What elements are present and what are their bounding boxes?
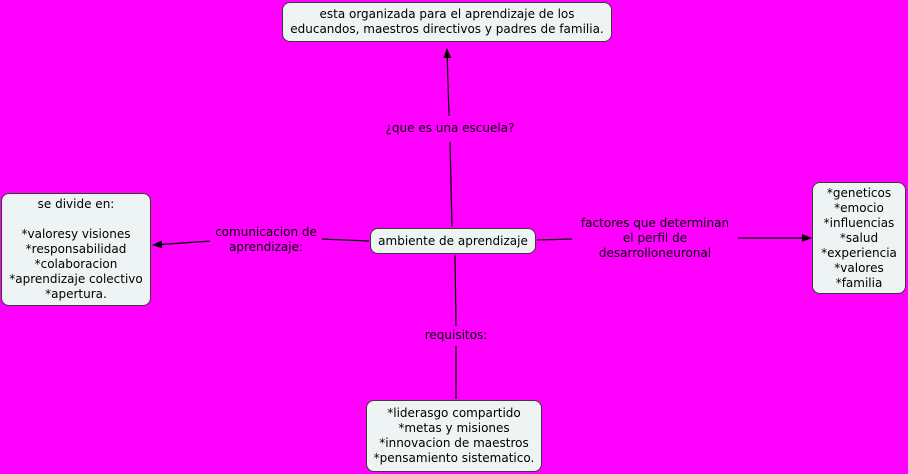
link-label-line: desarrolloneuronal bbox=[598, 246, 712, 260]
connector-bottom-upper bbox=[454, 254, 457, 327]
concept-line: *liderasgo compartido bbox=[387, 406, 521, 420]
concept-line: *influencias bbox=[823, 215, 895, 230]
concept-central[interactable]: ambiente de aprendizaje bbox=[370, 228, 536, 254]
concept-line: *geneticos bbox=[826, 185, 892, 200]
link-label-line: comunicacion de bbox=[215, 225, 317, 239]
connector-top-lower bbox=[449, 141, 453, 228]
concept-line: *valores bbox=[834, 260, 884, 275]
concept-line: *metas y misiones bbox=[398, 421, 510, 435]
concept-right[interactable]: *geneticos *emocio *influencias *salud *… bbox=[812, 182, 906, 294]
link-label-right: factores que determinan el perfil de des… bbox=[572, 216, 738, 261]
concept-line: *emocio bbox=[834, 200, 884, 215]
concept-line: *colaboracion bbox=[34, 257, 118, 271]
concept-line: *valoresy visiones bbox=[21, 227, 131, 241]
concept-line: *salud bbox=[839, 230, 879, 245]
connector-top-upper bbox=[443, 48, 452, 117]
concept-line: esta organizada para el aprendizaje de l… bbox=[319, 7, 575, 21]
link-label-line: requisitos: bbox=[424, 328, 488, 342]
concept-line: *apertura. bbox=[45, 287, 107, 301]
concept-line: *innovacion de maestros bbox=[379, 436, 529, 450]
concept-line: *pensamiento sistematico. bbox=[373, 451, 535, 465]
connector-left-inner bbox=[319, 238, 370, 242]
concept-line: *experiencia bbox=[821, 245, 897, 260]
link-label-bottom: requisitos: bbox=[418, 328, 494, 343]
link-label-left: comunicacion de aprendizaje: bbox=[210, 225, 322, 255]
connector-right-inner bbox=[536, 238, 575, 241]
concept-line: *aprendizaje colectivo bbox=[9, 272, 143, 286]
connector-left-outer bbox=[152, 240, 213, 249]
concept-line: *familia bbox=[835, 275, 883, 290]
link-label-top: ¿que es una escuela? bbox=[380, 121, 520, 136]
link-label-line: aprendizaje: bbox=[229, 240, 303, 254]
concept-line: *responsabilidad bbox=[25, 242, 127, 256]
concept-line: educandos, maestros directivos y padres … bbox=[290, 22, 604, 36]
link-label-line: ¿que es una escuela? bbox=[385, 121, 515, 135]
concept-top[interactable]: esta organizada para el aprendizaje de l… bbox=[282, 2, 612, 42]
link-label-line: el perfil de bbox=[622, 231, 688, 245]
concept-line: se divide en: bbox=[37, 197, 115, 211]
concept-line: ambiente de aprendizaje bbox=[378, 233, 528, 248]
concept-left[interactable]: se divide en: *valoresy visiones *respon… bbox=[1, 193, 151, 306]
link-label-line: factores que determinan bbox=[580, 216, 730, 230]
concept-bottom[interactable]: *liderasgo compartido *metas y misiones … bbox=[366, 400, 542, 472]
